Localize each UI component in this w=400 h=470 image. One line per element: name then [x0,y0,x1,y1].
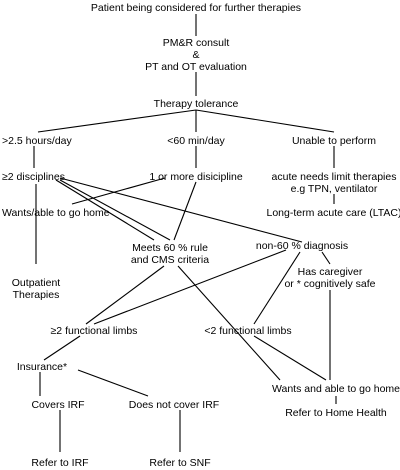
node-wants-able-home: Wants and able to go home [272,383,400,395]
connector [55,179,155,241]
connectors [33,14,337,452]
connector [321,251,331,265]
connector [71,177,166,205]
node-cognitively-safe: or * cognitively safe [284,278,375,290]
node-pt-ot-evaluation: PT and OT evaluation [145,61,247,73]
connector [253,335,327,381]
connector [177,265,281,381]
node-hours-2-5: >2.5 hours/day [2,135,73,147]
node-has-caregiver: Has caregiver [298,266,363,278]
node-min-60: <60 min/day [167,135,225,147]
connector [59,179,171,241]
node-disciplines-2: ≥2 disciplines [2,171,65,183]
connector [59,177,303,243]
node-cms-criteria: and CMS criteria [131,254,209,266]
connector [37,109,197,133]
node-start: Patient being considered for further the… [91,2,301,14]
node-acute-example: e.g TPN, ventilator [291,183,378,195]
node-pmr-consult: PM&R consult [163,37,230,49]
connector [85,265,165,325]
node-limbs-lt2: <2 functional limbs [204,325,291,337]
node-pmr-ampersand: & [192,49,199,61]
node-refer-home-health: Refer to Home Health [285,407,387,419]
node-does-not-cover-irf: Does not cover IRF [129,399,219,411]
connector [173,181,197,241]
node-acute-needs: acute needs limit therapies [272,171,397,183]
node-covers-irf: Covers IRF [31,399,84,411]
connector [43,335,81,361]
node-wants-home: Wants/able to go home [2,207,110,219]
node-refer-snf: Refer to SNF [149,457,210,469]
connector [77,369,149,397]
connector [93,249,287,325]
node-non-60-diagnosis: non-60 % diagnosis [256,240,348,252]
node-meets-60-rule: Meets 60 % rule [132,242,208,254]
connector [195,109,335,133]
node-ltac: Long-term acute care (LTAC) [267,207,400,219]
node-therapy-tolerance: Therapy tolerance [154,98,239,110]
connector [253,251,301,325]
node-refer-irf: Refer to IRF [31,457,88,469]
node-discipline-1: 1 or more disicipline [149,171,243,183]
node-therapies: Therapies [13,289,60,301]
node-unable: Unable to perform [292,135,376,147]
node-limbs-ge2: ≥2 functional limbs [51,325,138,337]
node-outpatient: Outpatient [12,277,61,289]
node-insurance: Insurance* [17,361,67,373]
